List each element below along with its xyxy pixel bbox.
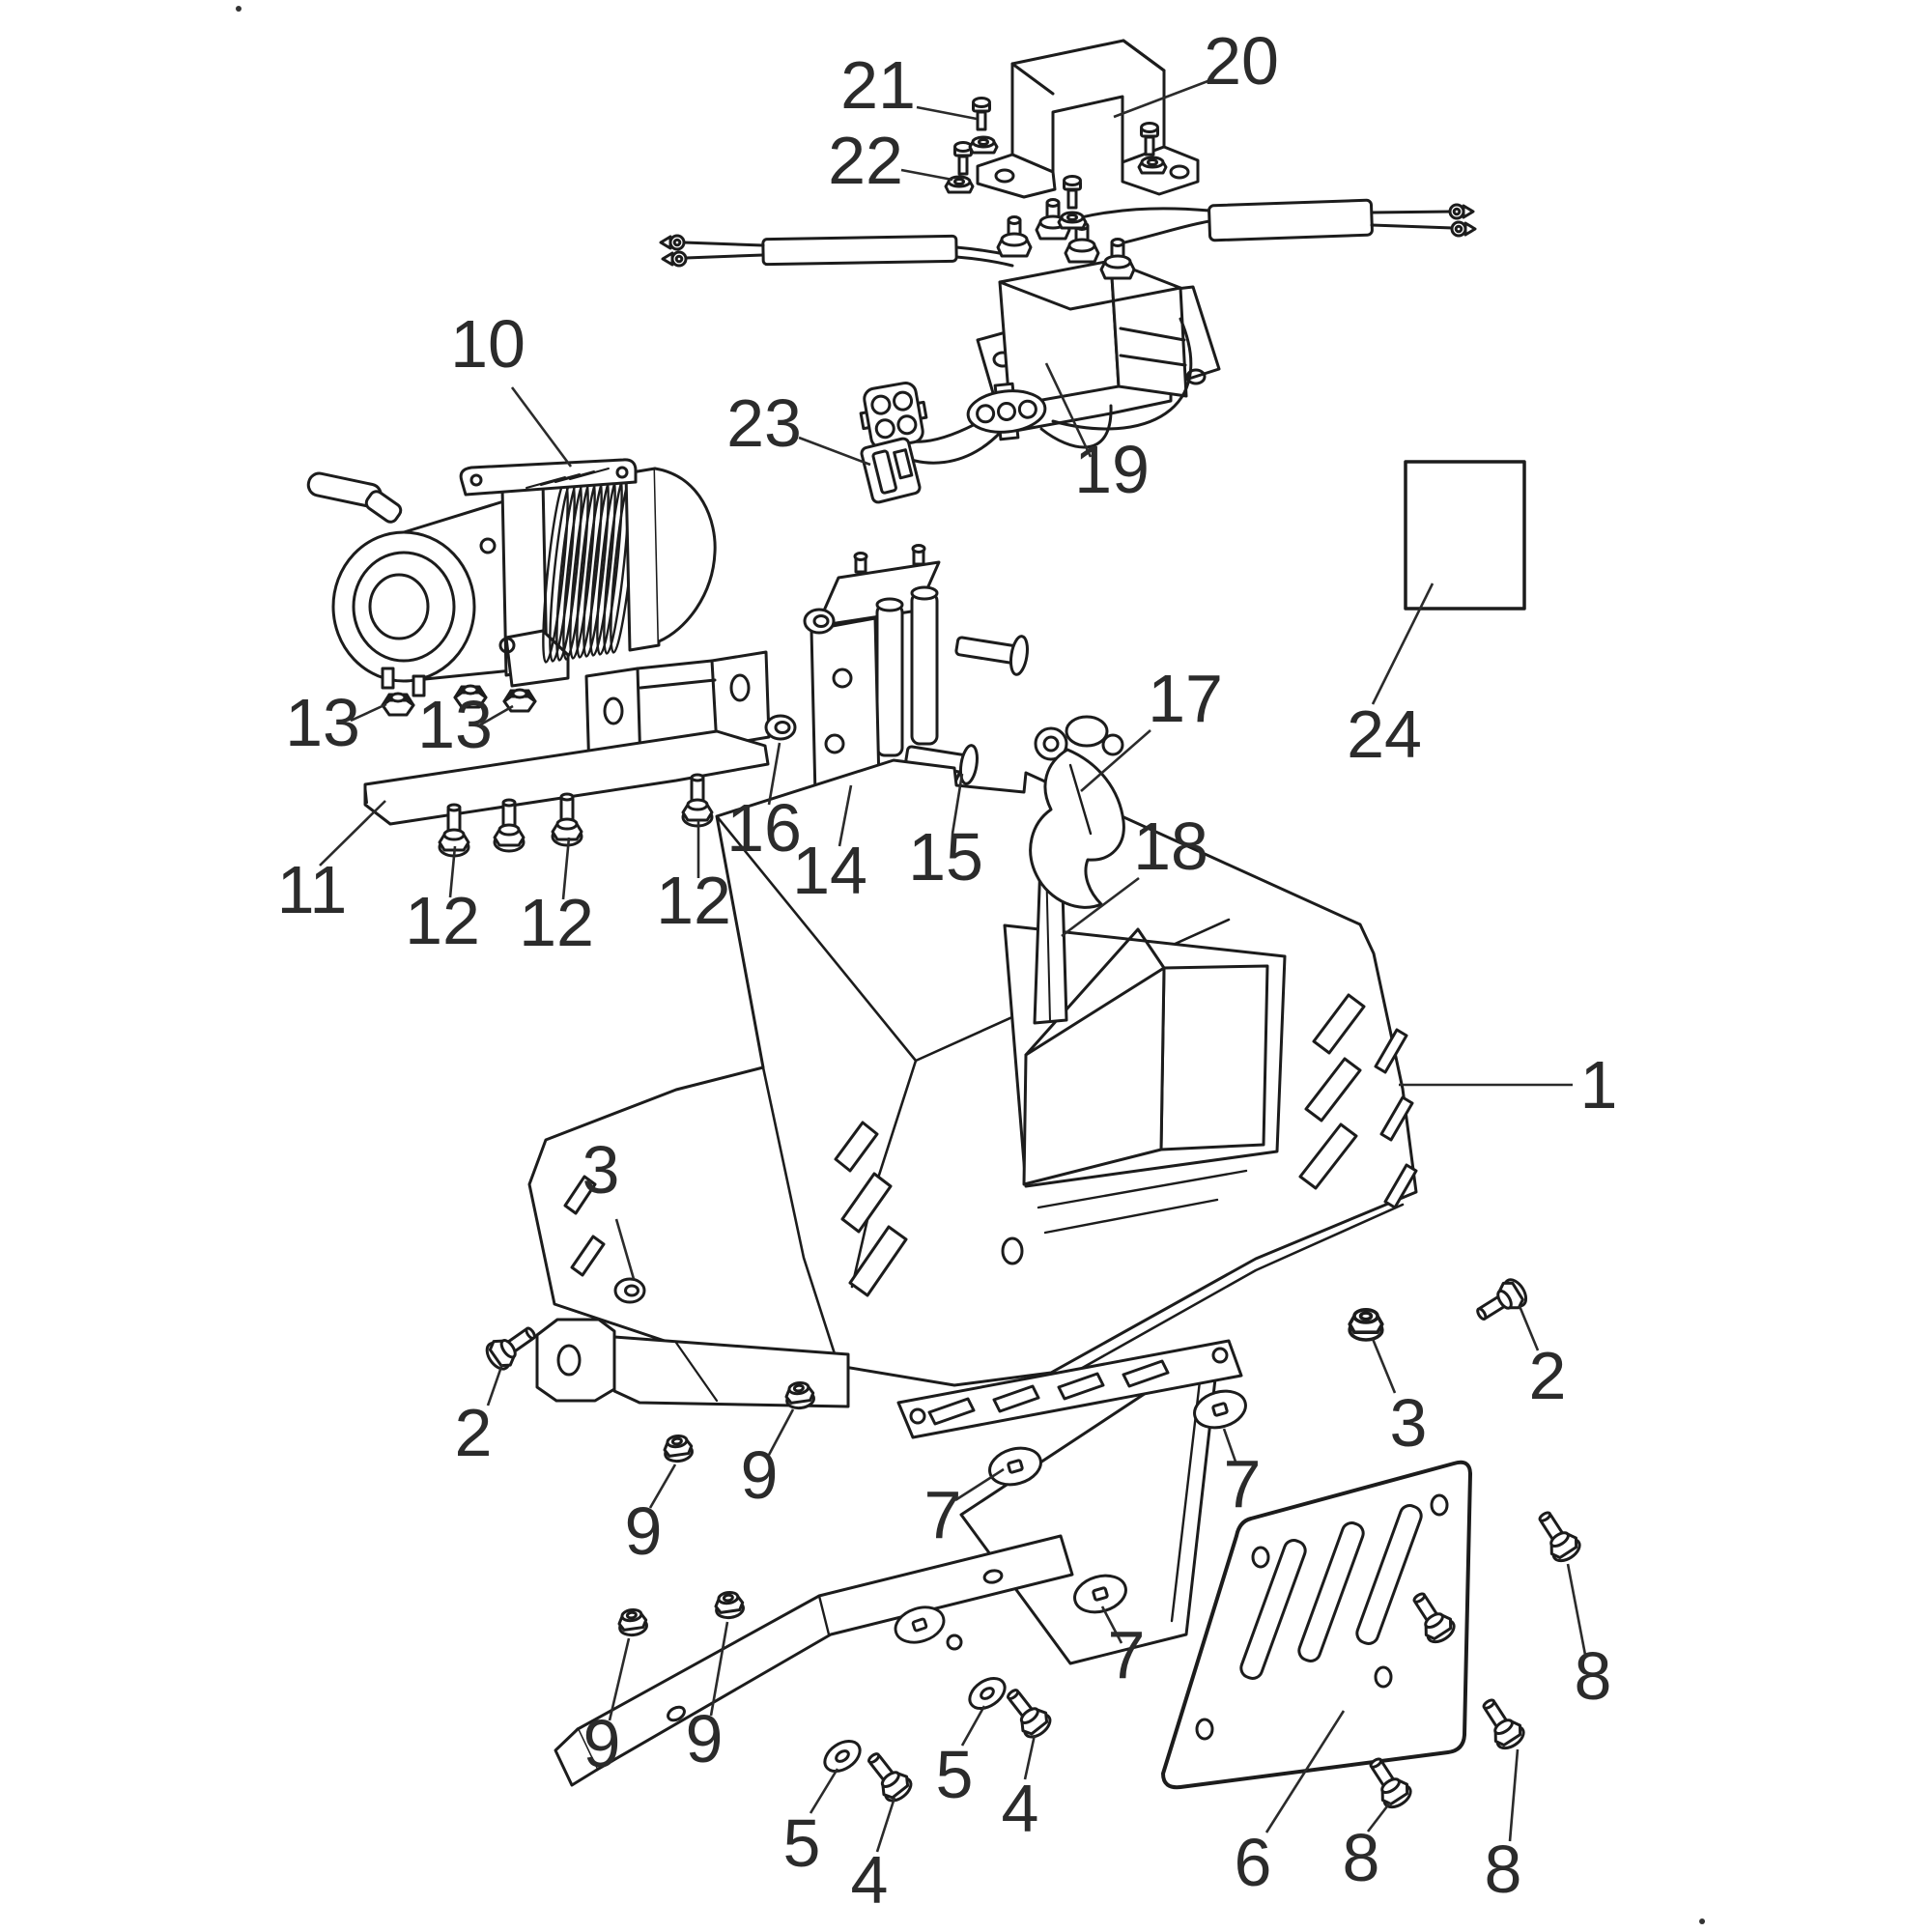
callout-label-8: 8 xyxy=(1575,1638,1612,1714)
callout-label-6: 6 xyxy=(1235,1825,1272,1900)
part-lower-angle-bracket xyxy=(554,1534,1074,1787)
callout-label-10: 10 xyxy=(450,306,526,382)
part-20-bracket xyxy=(976,39,1200,199)
callout-label-3: 3 xyxy=(582,1132,620,1208)
leader-line-10 xyxy=(510,386,573,468)
leader-line-3 xyxy=(614,1218,636,1280)
callout-label-11: 11 xyxy=(277,852,348,927)
leader-line-7 xyxy=(1222,1428,1237,1463)
callout-label-5: 5 xyxy=(783,1805,821,1881)
part-3-nut xyxy=(613,1277,646,1304)
part-19-solenoid-assembly xyxy=(659,198,1477,465)
leader-line-5 xyxy=(960,1705,986,1747)
leader-line-12 xyxy=(448,845,457,898)
callout-label-12: 12 xyxy=(519,885,594,960)
leader-line-8 xyxy=(1366,1802,1392,1833)
part-6-vent-plate xyxy=(1161,1460,1472,1790)
leader-line-13 xyxy=(350,702,387,723)
leader-line-2 xyxy=(486,1363,504,1406)
leader-line-23 xyxy=(798,436,871,467)
leader-line-20 xyxy=(1113,78,1211,119)
four-pin-connector xyxy=(859,382,928,449)
part-3-nut xyxy=(1348,1308,1384,1342)
leader-line-7 xyxy=(1100,1605,1123,1644)
part-2-bolt xyxy=(1469,1274,1532,1329)
leader-line-9 xyxy=(648,1463,677,1509)
part-slotted-crossmember xyxy=(896,1339,1243,1439)
corner-dot xyxy=(236,6,242,12)
callout-label-9: 9 xyxy=(625,1493,663,1569)
callout-label-13: 13 xyxy=(285,685,360,760)
leader-line-19 xyxy=(1044,362,1093,458)
callout-label-1: 1 xyxy=(1580,1047,1618,1122)
leader-line-17 xyxy=(1080,729,1151,792)
leader-line-15 xyxy=(951,773,964,835)
leader-line-18 xyxy=(1061,876,1140,938)
leader-line-16 xyxy=(767,742,781,806)
callout-label-16: 16 xyxy=(726,790,802,866)
callout-label-4: 4 xyxy=(1002,1771,1039,1846)
leader-line-4 xyxy=(1023,1734,1037,1780)
callout-label-7: 7 xyxy=(1108,1617,1146,1692)
leader-line-13 xyxy=(478,704,514,727)
leader-line-8 xyxy=(1566,1563,1587,1656)
callout-label-9: 9 xyxy=(741,1437,779,1513)
callout-label-8: 8 xyxy=(1485,1832,1522,1907)
leader-line-7 xyxy=(954,1467,1005,1502)
leader-line-9 xyxy=(608,1637,631,1721)
leader-line-5 xyxy=(809,1768,839,1814)
callout-label-19: 19 xyxy=(1074,432,1150,507)
callout-label-15: 15 xyxy=(908,819,983,895)
callout-label-23: 23 xyxy=(726,385,802,461)
leader-line-4 xyxy=(875,1797,896,1853)
leader-line-8 xyxy=(1508,1748,1520,1842)
leader-line-2 xyxy=(1518,1305,1540,1351)
leader-line-12 xyxy=(561,837,571,900)
part-24-decal xyxy=(1404,460,1526,611)
corner-dot xyxy=(1699,1918,1705,1924)
callout-label-7: 7 xyxy=(1224,1446,1262,1521)
callout-label-9: 9 xyxy=(686,1701,724,1776)
callout-label-14: 14 xyxy=(792,833,867,908)
leader-line-6 xyxy=(1264,1710,1346,1833)
callout-label-12: 12 xyxy=(656,863,731,938)
leader-line-22 xyxy=(900,168,953,182)
leader-line-24 xyxy=(1371,582,1435,705)
leader-line-9 xyxy=(767,1408,795,1456)
callout-label-5: 5 xyxy=(936,1737,974,1812)
callout-label-21: 21 xyxy=(840,47,916,123)
part-11-mount-plate xyxy=(363,650,771,826)
callout-label-22: 22 xyxy=(828,123,903,198)
leader-line-9 xyxy=(709,1621,729,1717)
part-23-plug xyxy=(860,437,922,504)
callout-label-3: 3 xyxy=(1390,1385,1428,1461)
callout-label-4: 4 xyxy=(851,1842,889,1918)
callout-label-24: 24 xyxy=(1347,696,1422,772)
part-5-washers xyxy=(817,1670,1012,1779)
callout-label-2: 2 xyxy=(1529,1338,1567,1413)
callout-label-12: 12 xyxy=(405,883,480,958)
callout-label-8: 8 xyxy=(1343,1820,1380,1895)
leader-line-3 xyxy=(1371,1338,1397,1394)
callout-label-13: 13 xyxy=(417,687,493,762)
part-2-bolt xyxy=(481,1318,543,1375)
callout-label-20: 20 xyxy=(1204,23,1279,99)
part-10-winch xyxy=(306,458,717,697)
callout-label-9: 9 xyxy=(583,1706,621,1781)
callout-label-18: 18 xyxy=(1133,809,1208,884)
callout-label-2: 2 xyxy=(455,1395,493,1470)
part-17-hook xyxy=(1029,715,1125,909)
leader-line-14 xyxy=(838,784,853,847)
callout-label-7: 7 xyxy=(924,1477,962,1552)
leader-line-21 xyxy=(916,105,978,121)
callout-label-17: 17 xyxy=(1148,661,1223,736)
part-1-fascia-plate xyxy=(527,758,1418,1387)
leader-line-11 xyxy=(319,800,386,867)
